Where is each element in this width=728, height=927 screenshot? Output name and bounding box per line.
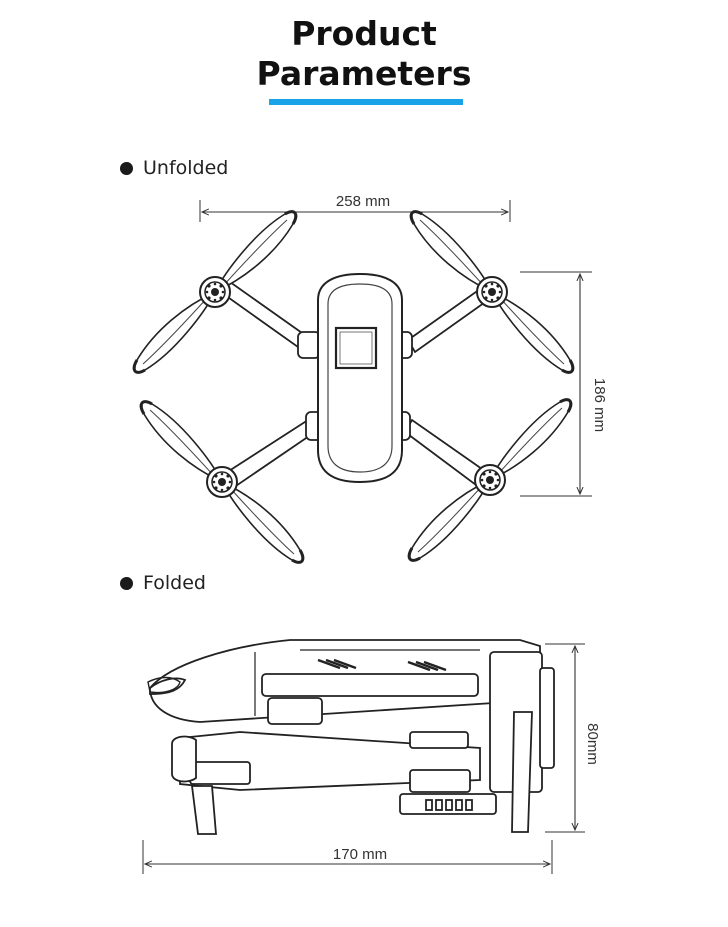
bullet-icon bbox=[120, 576, 133, 590]
bullet-icon bbox=[120, 161, 133, 175]
unfolded-length-label: 186 mm bbox=[591, 378, 608, 432]
folded-drone-side-view bbox=[147, 639, 555, 835]
unfolded-label-text: Unfolded bbox=[143, 157, 229, 179]
folded-height-dimension-line bbox=[545, 643, 585, 833]
folded-section-label: Folded bbox=[120, 572, 206, 594]
folded-label-text: Folded bbox=[143, 572, 206, 594]
page-title: Product Parameters bbox=[0, 14, 728, 94]
title-line-1: Product bbox=[291, 14, 437, 53]
folded-length-label: 170 mm bbox=[333, 846, 387, 863]
unfolded-section-label: Unfolded bbox=[120, 157, 228, 179]
folded-length-dimension-line bbox=[142, 840, 553, 874]
title-line-2: Parameters bbox=[256, 54, 472, 93]
folded-height-label: 80mm bbox=[584, 723, 601, 765]
drone-body bbox=[317, 272, 403, 484]
width-dimension-line bbox=[199, 200, 511, 222]
title-underline bbox=[269, 99, 463, 105]
unfolded-width-label: 258 mm bbox=[336, 193, 390, 210]
length-dimension-line bbox=[520, 271, 592, 497]
